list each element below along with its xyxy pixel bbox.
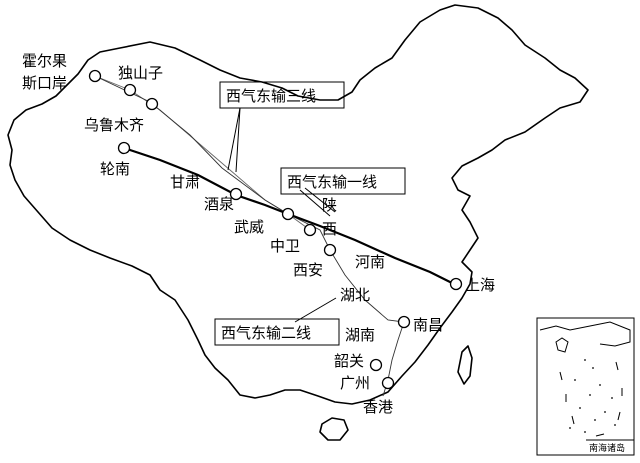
label-xi: 西 xyxy=(322,220,337,238)
label-line3: 西气东输三线 xyxy=(226,87,316,105)
label-wuwei: 武威 xyxy=(234,218,264,236)
label-line1: 西气东输一线 xyxy=(287,173,377,191)
inset-caption: 南海诸岛 xyxy=(589,442,625,454)
label-gansu: 甘肃 xyxy=(170,173,200,191)
inset-dash-line xyxy=(559,361,623,437)
pipeline-2-path xyxy=(94,75,405,397)
hainan-island xyxy=(319,417,349,441)
node-xian xyxy=(323,243,337,257)
node-jiuquan xyxy=(229,187,243,201)
node-shaoguan xyxy=(369,358,383,372)
label-hongkong: 香港 xyxy=(363,398,393,416)
leader-line-3b xyxy=(235,107,241,173)
inset-hainan xyxy=(555,337,569,353)
node-horgos xyxy=(88,69,102,83)
inset-coast xyxy=(539,321,631,347)
box-line3 xyxy=(219,81,345,109)
node-wuwei xyxy=(281,207,295,221)
node-guangzhou xyxy=(381,376,395,390)
node-shanghai xyxy=(449,277,463,291)
node-urumqi xyxy=(145,97,159,111)
node-zhongwei xyxy=(303,223,317,237)
node-dushanzi xyxy=(123,83,137,97)
label-lunnan: 轮南 xyxy=(100,160,130,178)
label-dushanzi: 独山子 xyxy=(118,64,163,82)
taiwan-island xyxy=(457,345,473,385)
leader-line-1a xyxy=(304,187,336,213)
label-shaan: 陕 xyxy=(322,196,337,214)
box-line1 xyxy=(280,167,406,195)
box-line2 xyxy=(214,318,340,346)
label-shaoguan: 韶关 xyxy=(334,352,364,370)
label-horgos-1: 霍尔果 xyxy=(22,52,67,70)
node-nanchang xyxy=(397,315,411,329)
label-jiuquan: 酒泉 xyxy=(204,195,234,213)
leader-line-2 xyxy=(294,297,337,323)
label-xian: 西安 xyxy=(293,261,323,279)
label-hunan: 湖南 xyxy=(345,326,375,344)
label-line2: 西气东输二线 xyxy=(221,324,311,342)
leader-line-3a xyxy=(227,107,241,171)
label-guangzhou: 广州 xyxy=(340,374,370,392)
label-urumqi: 乌鲁木齐 xyxy=(84,116,144,134)
inset-frame xyxy=(536,317,635,456)
label-hubei: 湖北 xyxy=(340,286,370,304)
label-zhongwei: 中卫 xyxy=(270,237,300,255)
label-horgos-2: 斯口岸 xyxy=(22,74,67,92)
inset-islands xyxy=(569,359,616,433)
label-henan: 河南 xyxy=(355,253,385,271)
label-shanghai: 上海 xyxy=(465,276,495,294)
node-lunnan xyxy=(117,141,131,155)
label-nanchang: 南昌 xyxy=(413,316,443,334)
china-border xyxy=(7,4,589,405)
